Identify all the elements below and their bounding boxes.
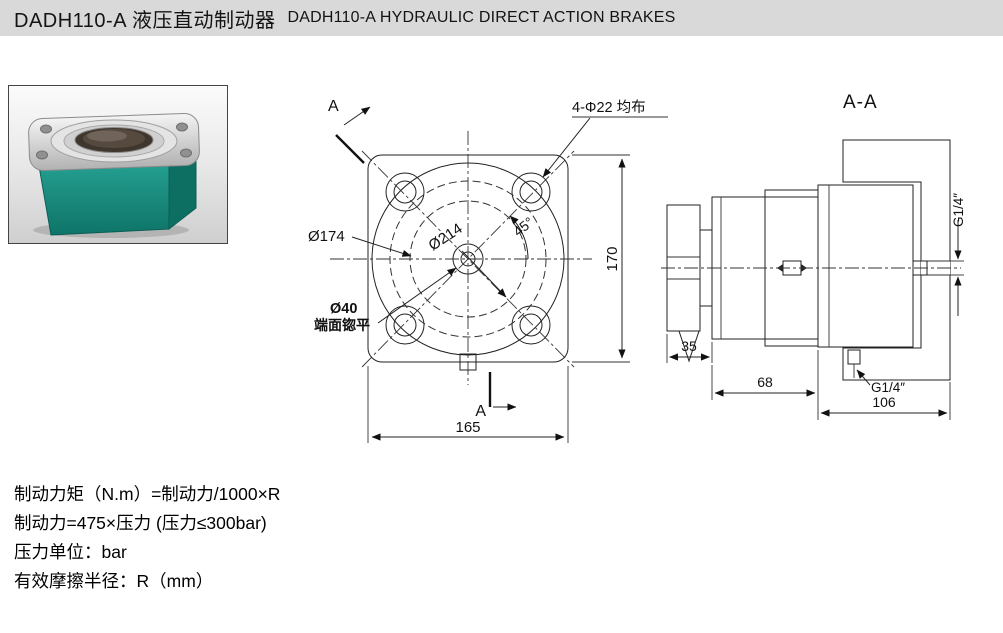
dim-68-value: 68 xyxy=(757,374,773,390)
dim-170: 170 xyxy=(572,154,630,363)
formula-pressure-unit: 压力单位：bar xyxy=(14,542,127,562)
product-photo xyxy=(8,85,228,244)
dim-165-value: 165 xyxy=(455,419,480,436)
bolt-hole-photo-3 xyxy=(36,150,48,160)
label-dia40: Ø40 端面锪平 xyxy=(314,267,457,333)
formula-radius: 有效摩擦半径：R（mm） xyxy=(14,571,214,591)
bolt-hole xyxy=(385,305,425,345)
dim-170-value: 170 xyxy=(604,246,621,271)
formula-force: 制动力=475×压力 (压力≤300bar) xyxy=(14,513,267,533)
dia174-label: Ø174 xyxy=(308,228,345,245)
bolt-hole-photo-1 xyxy=(40,124,52,134)
dim-106-value: 106 xyxy=(872,394,896,410)
label-bolt-holes: 4-Φ22 均布 xyxy=(542,99,668,178)
dim-35-value: 35 xyxy=(681,338,697,354)
title-bar: DADH110-A 液压直动制动器 DADH110-A HYDRAULIC DI… xyxy=(0,0,1003,36)
bolt-hole-photo-4 xyxy=(180,148,192,158)
mounting-flange-section xyxy=(817,184,914,348)
section-letter-top: A xyxy=(328,98,339,115)
dim-165: 165 xyxy=(367,366,569,443)
section-cut-top: A xyxy=(328,98,371,164)
dia40-note-label: 端面锪平 xyxy=(314,317,370,333)
product-title-en: DADH110-A HYDRAULIC DIRECT ACTION BRAKES xyxy=(287,9,676,26)
bolt-hole-photo-2 xyxy=(176,122,188,132)
bolt-hole xyxy=(511,305,551,345)
dim-68: 68 xyxy=(711,350,819,420)
brake-body-section xyxy=(711,184,914,348)
dia214-label: Ø214 xyxy=(426,220,466,254)
label-angle45: 45° xyxy=(509,214,537,260)
section-view-title: A-A xyxy=(843,92,878,113)
rod-tip xyxy=(678,330,700,363)
front-view-drawing: A A 4-Φ22 均布 Ø174 Ø214 45° Ø40 xyxy=(308,98,668,443)
dim-35: 35 xyxy=(666,334,713,363)
flange-highlight xyxy=(87,130,127,142)
product-photo-render xyxy=(28,113,200,238)
section-cut-bottom: A xyxy=(475,372,517,420)
bolt-holes-label: 4-Φ22 均布 xyxy=(572,99,646,116)
product-title-cn: DADH110-A 液压直动制动器 xyxy=(14,9,276,32)
bolt-hole xyxy=(511,172,551,212)
section-view-drawing: A-A xyxy=(661,92,966,420)
formulas-block: 制动力矩（N.m）=制动力/1000×R 制动力=475×压力 (压力≤300b… xyxy=(14,480,280,596)
port-top-label: G1/4″ xyxy=(951,193,966,227)
section-letter-bottom: A xyxy=(475,403,486,420)
angle45-label: 45° xyxy=(510,214,537,240)
port-bottom-label: G1/4″ xyxy=(871,380,905,395)
port-passage xyxy=(912,260,950,276)
centerlines xyxy=(330,131,592,385)
bottom-fitting xyxy=(847,349,861,378)
bolt-holes xyxy=(385,172,551,345)
label-dia174: Ø174 xyxy=(308,228,412,257)
dim-port-top: G1/4″ xyxy=(950,193,966,316)
bolt-hole xyxy=(385,172,425,212)
dia40-label: Ø40 xyxy=(330,301,357,317)
section-arrow-top-icon xyxy=(343,106,371,126)
dim-106: 106 xyxy=(820,382,951,420)
label-port-bottom: G1/4″ xyxy=(856,369,905,395)
brake-body-front xyxy=(38,161,170,236)
formula-torque: 制动力矩（N.m）=制动力/1000×R xyxy=(14,484,281,504)
machine-wall-section xyxy=(842,139,951,381)
